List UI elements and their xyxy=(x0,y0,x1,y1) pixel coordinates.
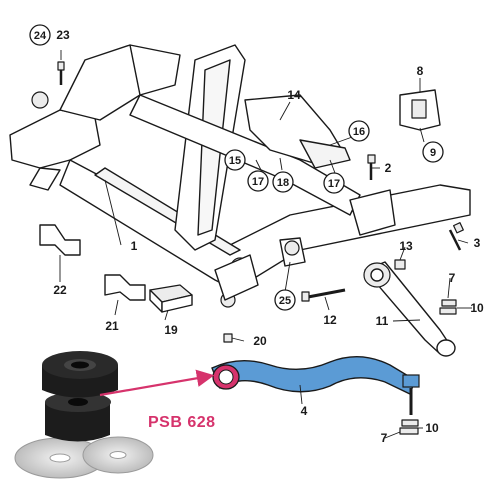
callout-20-label: 20 xyxy=(253,334,267,348)
callout-17b: 17 xyxy=(323,172,345,194)
callout-7b-label: 7 xyxy=(381,431,388,445)
callout-11-label: 11 xyxy=(376,314,389,328)
callout-8-label: 8 xyxy=(417,64,424,78)
callout-18: 18 xyxy=(272,171,294,193)
callout-15-label: 15 xyxy=(229,155,241,167)
washer-7-upper xyxy=(439,299,457,315)
callout-24-label: 24 xyxy=(34,30,47,42)
callout-17a-label: 17 xyxy=(252,176,264,188)
callout-7a-label: 7 xyxy=(449,271,456,285)
product-code-label: PSB 628 xyxy=(148,414,216,431)
rubber-block xyxy=(149,284,193,313)
callout-16: 16 xyxy=(348,120,370,142)
callout-25: 25 xyxy=(274,289,296,311)
bolt-3 xyxy=(448,222,464,251)
callout-14-label: 14 xyxy=(287,88,301,102)
bolt-12 xyxy=(301,288,346,302)
bracket-22 xyxy=(39,224,81,256)
callout-17b-label: 17 xyxy=(328,178,340,190)
product-bushing xyxy=(42,351,118,442)
callout-10b-label: 10 xyxy=(425,421,439,435)
leader-lines xyxy=(59,50,472,439)
washer-7-lower xyxy=(399,419,419,435)
callout-13-label: 13 xyxy=(399,239,413,253)
subframe xyxy=(9,44,471,308)
bolt-23 xyxy=(57,61,65,85)
callout-12-label: 12 xyxy=(323,313,337,327)
callout-17a: 17 xyxy=(247,170,269,192)
callout-16-label: 16 xyxy=(353,126,365,138)
control-arm-11 xyxy=(363,261,456,357)
callout-24: 24 xyxy=(29,24,51,46)
nut-13 xyxy=(394,259,406,270)
nut-20 xyxy=(223,333,233,343)
callout-15: 15 xyxy=(224,149,246,171)
control-arm-4 xyxy=(211,356,420,415)
pointer-arrow xyxy=(99,369,215,397)
callout-1-label: 1 xyxy=(131,239,138,253)
product-washers xyxy=(14,436,154,479)
heat-shield xyxy=(244,94,351,169)
engine-mount xyxy=(399,89,441,131)
bracket-21 xyxy=(104,274,146,301)
callout-9: 9 xyxy=(422,141,444,163)
callout-9-label: 9 xyxy=(430,147,436,159)
callout-2-label: 2 xyxy=(385,161,392,175)
callout-22-label: 22 xyxy=(53,283,67,297)
callout-4-label: 4 xyxy=(301,404,308,418)
callout-21-label: 21 xyxy=(105,319,119,333)
callout-10a-label: 10 xyxy=(470,301,484,315)
callout-23-label: 23 xyxy=(56,28,70,42)
callout-19-label: 19 xyxy=(164,323,178,337)
callout-25-label: 25 xyxy=(279,295,291,307)
callout-3-label: 3 xyxy=(474,236,481,250)
bolt-2 xyxy=(367,154,376,180)
callout-18-label: 18 xyxy=(277,177,289,189)
